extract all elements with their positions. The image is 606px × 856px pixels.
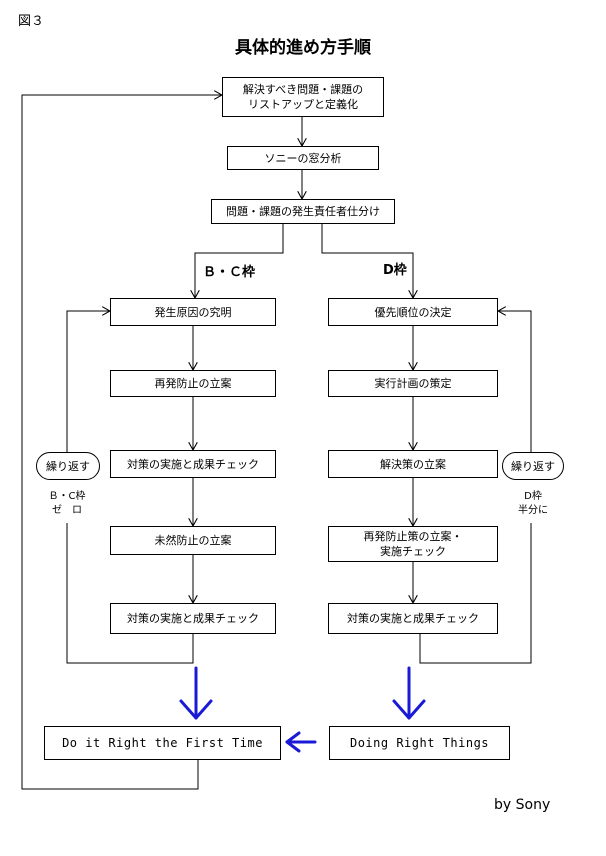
blue-arrow-down-left-head [179,699,213,720]
left-step-3: 対策の実施と成果チェック [110,450,276,478]
arrow-split-right [321,224,413,298]
right-step-4: 再発防止策の立案・ 実施チェック [328,526,498,562]
loop-left-return [66,523,194,664]
repeat-pill-right: 繰り返す [502,452,564,480]
left-step-1: 発生原因の究明 [110,298,276,326]
step-responsibility-sort: 問題・課題の発生責任者仕分け [211,199,395,224]
step-window-analysis: ソニーの窓分析 [227,146,379,170]
branch-label-bc: Ｂ・Ｃ枠 [203,265,256,280]
loop-left-feedback [66,311,110,452]
repeat-pill-left: 繰り返す [36,452,100,480]
page-title: 具体的進め方手順 [235,38,371,58]
arrow-split-left [195,224,284,298]
outcome-doing-right-things: Doing Right Things [329,726,510,760]
goal-label-left: Ｂ・C枠 ゼ ロ [48,491,86,516]
right-step-1: 優先順位の決定 [328,298,498,326]
goal-label-right: D枠 半分に [518,491,548,516]
left-step-2: 再発防止の立案 [110,370,276,397]
left-step-4: 未然防止の立案 [110,526,276,555]
right-step-3: 解決策の立案 [328,450,498,478]
right-step-5: 対策の実施と成果チェック [328,603,498,634]
loop-outer-return [21,95,222,790]
loop-right-return [419,523,532,664]
branch-label-d: D枠 [383,263,407,278]
right-step-2: 実行計画の策定 [328,370,498,397]
step-list-and-define: 解決すべき問題・課題の リストアップと定義化 [222,77,384,117]
left-step-5: 対策の実施と成果チェック [110,603,276,634]
credit-text: by Sony [494,797,551,813]
blue-arrow-left-head [285,731,301,753]
outcome-do-it-right: Do it Right the First Time [44,726,281,760]
figure-label: 図３ [18,14,45,29]
blue-arrow-down-right-head [392,699,426,720]
loop-right-feedback [498,311,532,452]
